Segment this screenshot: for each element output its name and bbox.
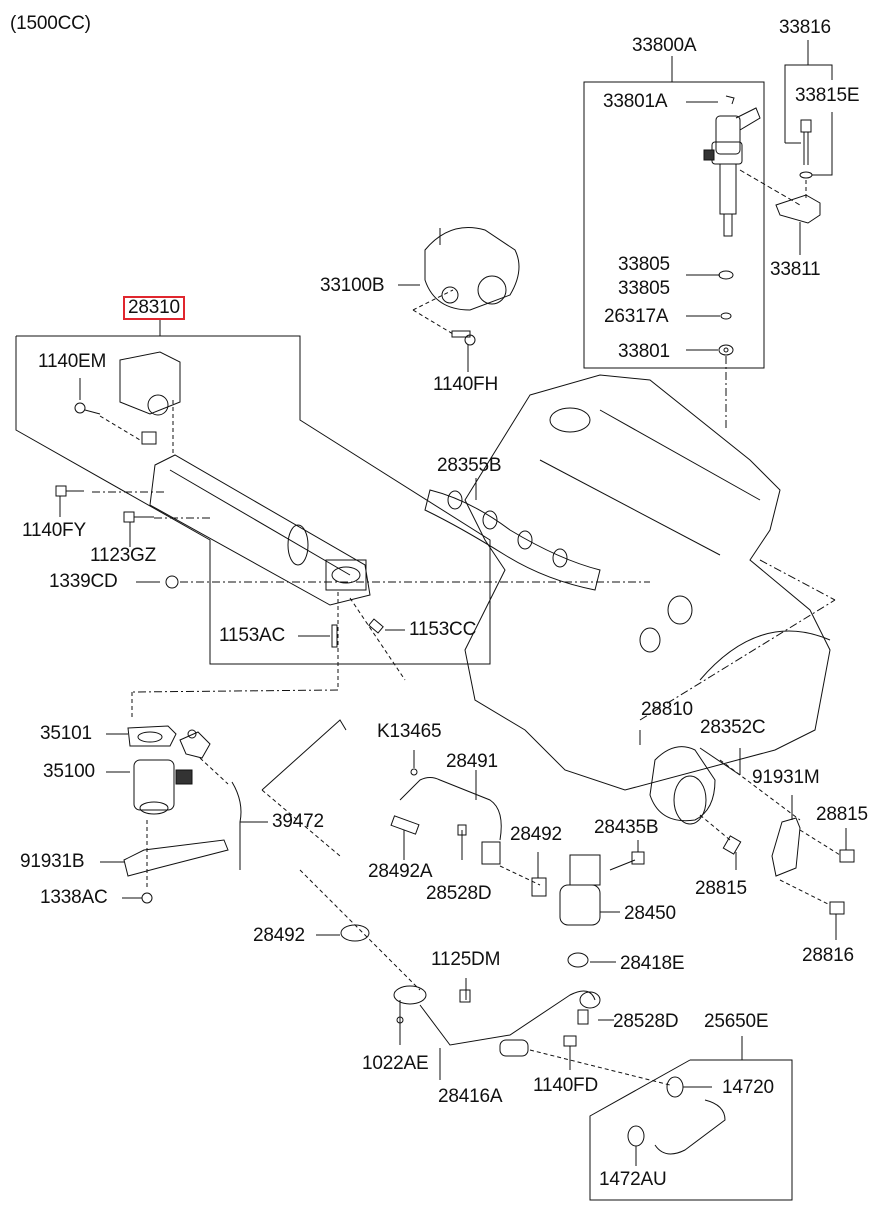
part-label-1338AC[interactable]: 1338AC <box>40 887 108 908</box>
part-label-35101[interactable]: 35101 <box>40 723 92 744</box>
engine-block-icon <box>464 374 836 791</box>
intake-manifold-box <box>15 320 491 665</box>
part-label-1123GZ[interactable]: 1123GZ <box>90 545 157 566</box>
clamp-bolt <box>775 119 821 255</box>
part-label-28491[interactable]: 28491 <box>446 751 498 772</box>
part-label-91931B[interactable]: 91931B <box>20 851 85 872</box>
part-label-33800A[interactable]: 33800A <box>632 35 697 56</box>
part-label-28435B[interactable]: 28435B <box>594 817 659 838</box>
fuel-pump-icon <box>398 227 520 372</box>
part-label-1140EM[interactable]: 1140EM <box>38 351 107 372</box>
part-label-14720[interactable]: 14720 <box>722 1077 774 1098</box>
part-label-33815E[interactable]: 33815E <box>795 85 860 106</box>
part-label-28352C[interactable]: 28352C <box>700 717 766 738</box>
part-label-28418E[interactable]: 28418E <box>620 953 685 974</box>
part-label-33100B[interactable]: 33100B <box>320 275 385 296</box>
egr-pipe-icon <box>390 750 547 897</box>
injector-group-box <box>583 56 765 369</box>
egr-cooler-pipe-icon <box>299 869 671 1086</box>
part-label-28310-selected[interactable]: 28310 <box>123 296 185 320</box>
intake-manifold-icon <box>55 454 650 690</box>
part-label-33811[interactable]: 33811 <box>770 259 821 280</box>
part-label-28416A[interactable]: 28416A <box>438 1086 503 1107</box>
bolt-washer-bracket <box>784 40 833 176</box>
throttle-body-icon <box>100 689 347 904</box>
part-label-1140FH[interactable]: 1140FH <box>433 374 498 395</box>
part-label-28492A[interactable]: 28492A <box>368 861 433 882</box>
part-label-28816[interactable]: 28816 <box>802 945 854 966</box>
part-label-28492[interactable]: 28492 <box>510 824 562 845</box>
part-label-33816[interactable]: 33816 <box>779 17 831 38</box>
part-label-25650E[interactable]: 25650E <box>704 1011 769 1032</box>
part-label-33801A[interactable]: 33801A <box>603 91 668 112</box>
part-label-28815-alt[interactable]: 28815 <box>695 878 747 899</box>
part-label-28450[interactable]: 28450 <box>624 903 676 924</box>
injector-icon <box>686 95 801 237</box>
part-label-91931M[interactable]: 91931M <box>752 767 820 788</box>
part-label-26317A[interactable]: 26317A <box>604 306 669 327</box>
vacuum-pump-icon <box>639 730 855 940</box>
part-label-1153AC[interactable]: 1153AC <box>219 625 286 646</box>
seals <box>686 270 734 430</box>
part-label-33801[interactable]: 33801 <box>618 341 670 362</box>
part-label-1125DM[interactable]: 1125DM <box>431 949 501 970</box>
part-label-1140FD[interactable]: 1140FD <box>533 1075 598 1096</box>
throttle-actuator-icon <box>74 351 181 455</box>
part-label-1022AE[interactable]: 1022AE <box>362 1053 429 1074</box>
part-label-28528D-alt[interactable]: 28528D <box>613 1011 679 1032</box>
part-label-39472[interactable]: 39472 <box>272 811 324 832</box>
part-label-1339CD[interactable]: 1339CD <box>49 571 118 592</box>
part-label-28815[interactable]: 28815 <box>816 804 868 825</box>
part-label-1140FY[interactable]: 1140FY <box>22 520 86 541</box>
part-label-28528D[interactable]: 28528D <box>426 883 492 904</box>
engine-variant-label: (1500CC) <box>10 13 91 34</box>
part-label-1472AU[interactable]: 1472AU <box>599 1169 667 1190</box>
egr-valve-icon <box>559 840 645 968</box>
part-label-28810[interactable]: 28810 <box>641 699 693 720</box>
part-label-1153CC[interactable]: 1153CC <box>409 619 477 640</box>
part-label-33805-alt[interactable]: 33805 <box>618 278 670 299</box>
part-label-33805[interactable]: 33805 <box>618 254 670 275</box>
manifold-gasket-icon <box>424 478 601 591</box>
part-label-28355B[interactable]: 28355B <box>437 455 502 476</box>
part-label-35100[interactable]: 35100 <box>43 761 95 782</box>
part-label-K13465[interactable]: K13465 <box>377 721 442 742</box>
part-label-28492-alt[interactable]: 28492 <box>253 925 305 946</box>
hose-group-box <box>589 1036 793 1201</box>
